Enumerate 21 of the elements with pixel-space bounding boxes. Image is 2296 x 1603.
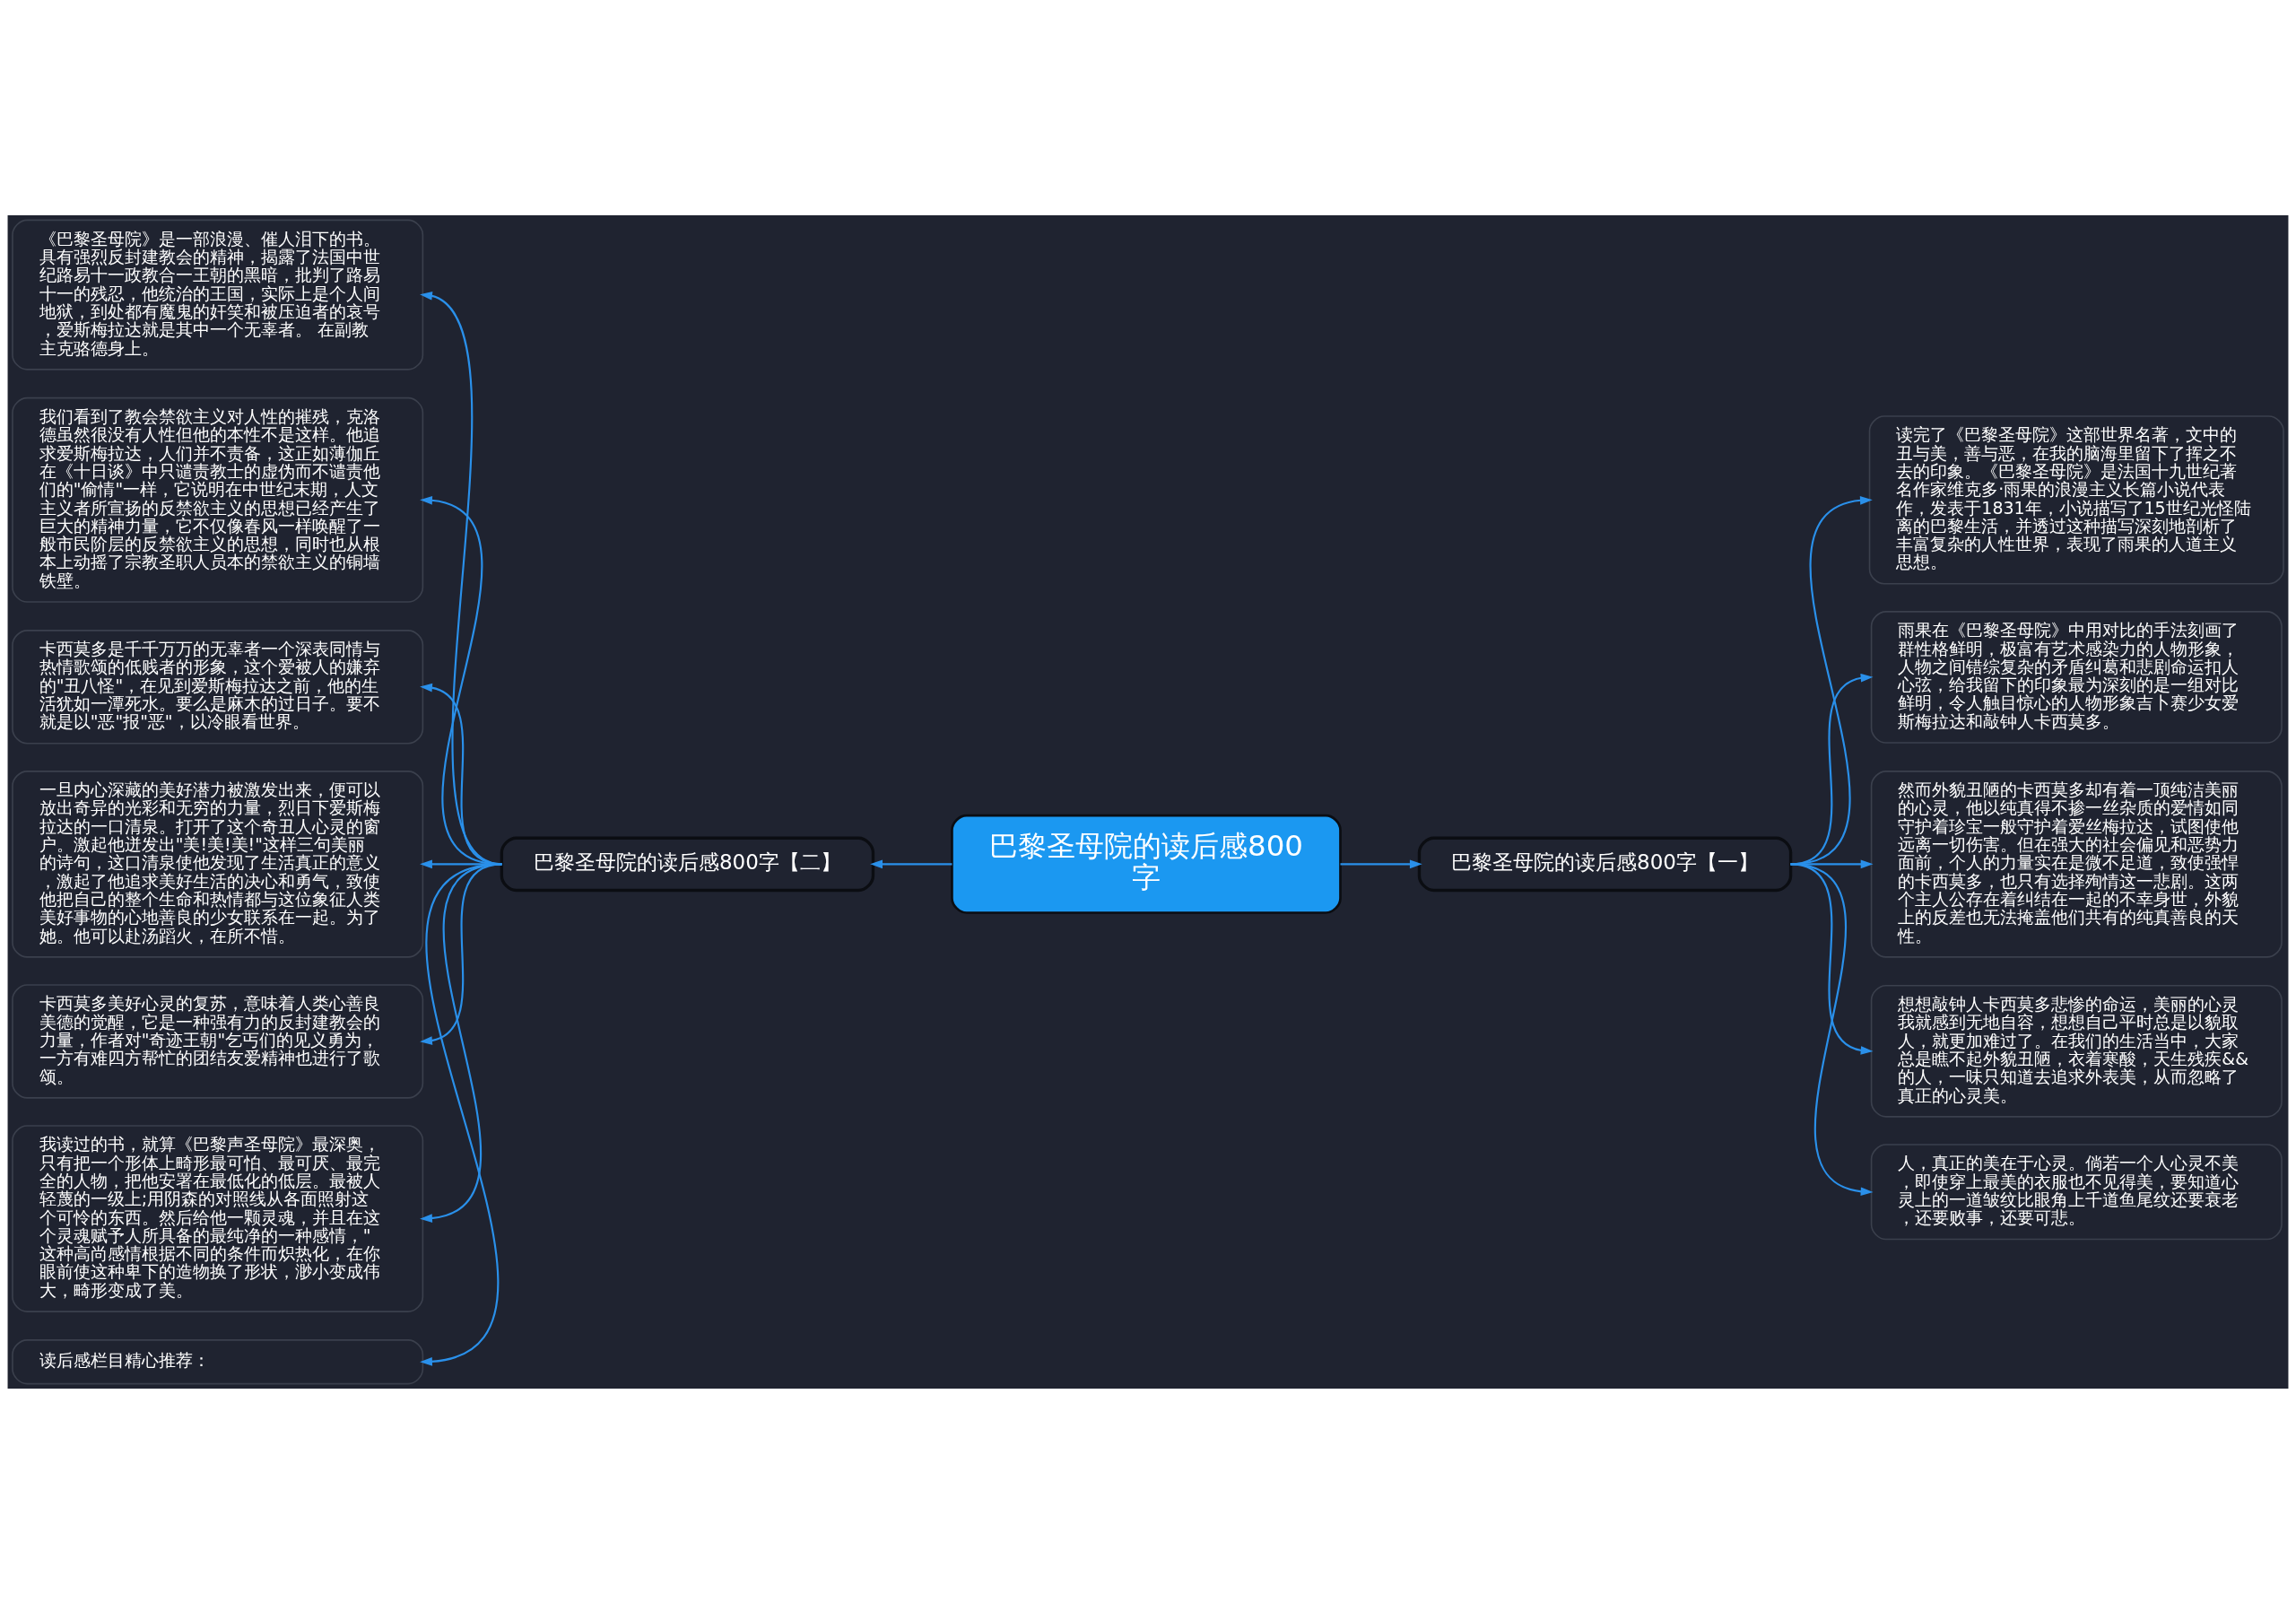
node-box: 然而外貌丑陋的卡西莫多却有着一顶纯洁美丽的心灵，他以纯真得不掺一丝杂质的爱情如同守护着珍宝一般守护着爱丝梅拉达，试图使他远离一切伤害。但在强大的社会偏见和恶势力面前，个人的力量实在是微不足道，致使强悍的卡西莫多，也只有选择殉情这一悲剧。这两个主人公存在着纠结在一起的不幸身世，外貌上的反差也无法掩盖他们共有的纯真善良的天性。 [1870, 770, 2283, 958]
node-box: 卡西莫多是千千万万的无辜者一个深表同情与热情歌颂的低贱者的形象，这个爱被人的嫌弃的"丑八怪"，在见到爱斯梅拉达之前，他的生活犹如一潭死水。要么是麻木的过日子。要不就是以"恶"报"恶"，以冷眼看世界。 [12, 629, 424, 744]
node-box: 读完了《巴黎圣母院》这部世界名著，文中的丑与美，善与恶，在我的脑海里留下了挥之不去的印象。《巴黎圣母院》是法国十九世纪著名作家维克多·雨果的浪漫主义长篇小说代表作，发表于1831年，小说描写了15世纪光怪陆离的巴黎生活，并透过这种描写深刻地剖析了丰富复杂的人性世界，表现了雨果的人道主义思想。 [1868, 414, 2284, 585]
node-box: 人，真正的美在于心灵。倘若一个人心灵不美，即使穿上最美的衣服也不见得美，要知道心灵上的一道皱纹比眼角上千道鱼尾纹还要衰老，还要败事，还要可悲。 [1870, 1143, 2283, 1240]
arrow [1790, 862, 1874, 1196]
node-box: 巴黎圣母院的读后感800字【二】 [500, 836, 875, 892]
arrow [870, 859, 952, 868]
arrow [420, 862, 502, 1045]
arrow [1340, 859, 1422, 868]
node-box: 读后感栏目精心推荐： [12, 1338, 424, 1384]
node-box: 一旦内心深藏的美好潜力被激发出来，便可以放出奇异的光彩和无穷的力量，烈日下爱斯梅拉达的一口清泉。打开了这个奇丑人心灵的窗户。激起他迸发出"美!美!美!"这样三句美丽的诗句，这口清泉使他发现了生活真正的意义，激起了他追求美好生活的决心和勇气，致使他把自己的整个生命和热情都与这位象征人类美好事物的心地善良的少女联系在一起。为了她。他可以赴汤蹈火，在所不惜。 [12, 770, 424, 958]
node-box: 巴黎圣母院的读后感800字【一】 [1417, 836, 1793, 892]
node-box: 想想敲钟人卡西莫多悲惨的命运，美丽的心灵我就感到无地自容，想想自己平时总是以貌取人，就更加难过了。在我们的生活当中，大家总是瞧不起外貌丑陋，衣着寒酸，天生残疾&&的人，一味只知道去追求外表美，从而忽略了真正的心灵美。 [1870, 984, 2283, 1118]
arrow [420, 862, 502, 1366]
node-box: 《巴黎圣母院》是一部浪漫、催人泪下的书。具有强烈反封建教会的精神，揭露了法国中世纪路易十一政教合一王朝的黑暗，批判了路易十一的残忍，他统治的王国，实际上是个人间地狱，到处都有魔鬼的奸笑和被压迫者的哀号，爱斯梅拉达就是其中一个无辜者。 在副教主克骆德身上。 [12, 219, 424, 370]
arrow [420, 862, 502, 1223]
node-box: 巴黎圣母院的读后感800字 [951, 814, 1342, 914]
node-box: 我读过的书，就算《巴黎声圣母院》最深奥，只有把一个形体上畸形最可怕、最可厌、最完全的人物，把他安署在最低化的低层。最被人轻蔑的一级上;用阴森的对照线从各面照射这个可怜的东西。然后给他一颗灵魂，并且在这个灵魂赋予人所具备的最纯净的一种感情，"这种高尚感情根据不同的条件而炽热化，在你眼前使这种卑下的造物换了形状，渺小变成伟大，畸形变成了美。 [12, 1124, 424, 1312]
node-box: 雨果在《巴黎圣母院》中用对比的手法刻画了群性格鲜明，极富有艺术感染力的人物形象，人物之间错综复杂的矛盾纠葛和悲剧命运扣人心弦，给我留下的印象最为深刻的是一组对比鲜明，令人触目惊心的人物形象吉卜赛少女爱斯梅拉达和敲钟人卡西莫多。 [1870, 610, 2283, 744]
node-box: 我们看到了教会禁欲主义对人性的摧残，克洛德虽然很没有人性但他的本性不是这样。他追求爱斯梅拉达，人们并不责备，这正如薄伽丘在《十日谈》中只谴责教士的虚伪而不谴责他们的"偷情"一样，它说明在中世纪末期，人文主义者所宣扬的反禁欲主义的思想已经产生了巨大的精神力量，它不仅像春风一样唤醒了一般市民阶层的反禁欲主义的思想，同时也从根本上动摇了宗教圣职人员本的禁欲主义的铜墙铁壁。 [12, 396, 424, 603]
node-box: 卡西莫多美好心灵的复苏，意味着人类心善良美德的觉醒，它是一种强有力的反封建教会的力量，作者对"奇迹王朝"乞丐们的见义勇为，一方有难四方帮忙的团结友爱精神也进行了歌颂。 [12, 983, 424, 1099]
